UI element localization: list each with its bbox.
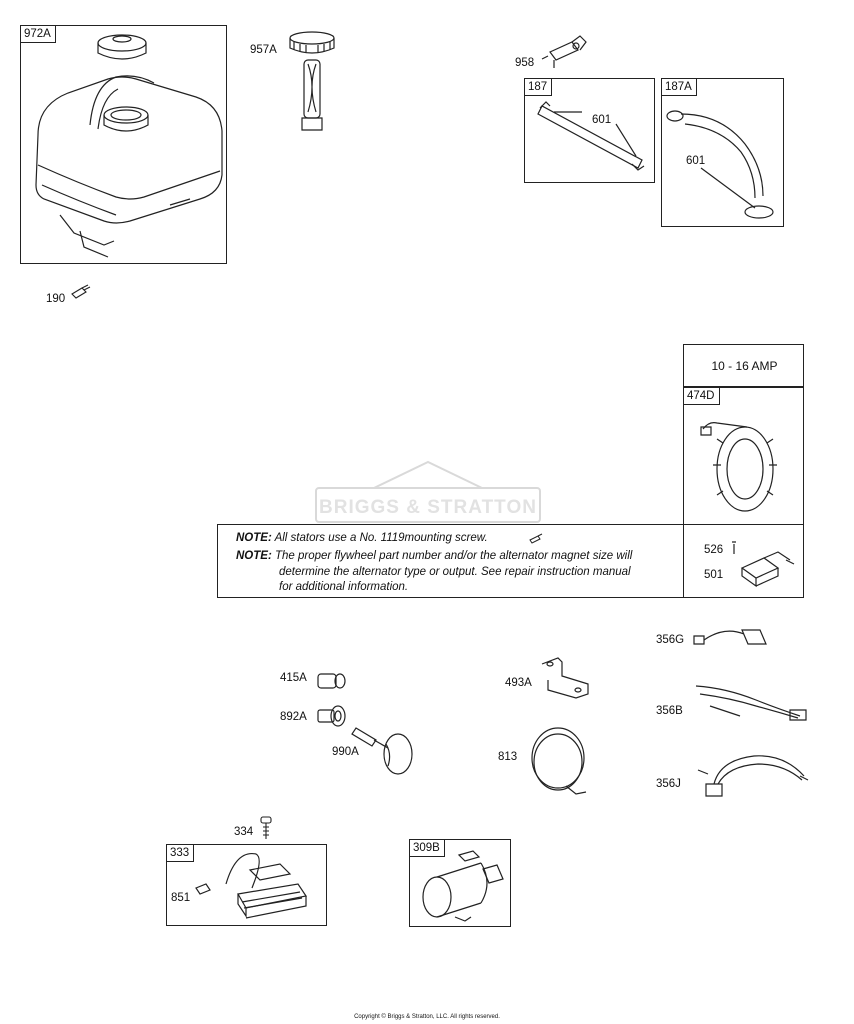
clamp-813-drawing: [526, 722, 596, 802]
copyright-footer: Copyright © Briggs & Stratton, LLC. All …: [354, 1014, 500, 1020]
note-1-label: NOTE:: [236, 532, 272, 544]
note-2: NOTE: The proper flywheel part number an…: [236, 550, 632, 562]
fuel-valve-drawing: [540, 30, 590, 72]
part-label-990a: 990A: [332, 746, 359, 758]
part-box-187: 187: [524, 78, 655, 183]
part-label-892a: 892A: [280, 711, 307, 723]
amp-rating-label: 10 - 16 AMP: [711, 359, 778, 373]
note-1: NOTE: All stators use a No. 1119mounting…: [236, 532, 488, 544]
note-2-label: NOTE:: [236, 550, 272, 562]
part-label-526: 526: [704, 544, 724, 556]
brand-watermark-text: BRIGGS & STRATTON: [319, 497, 537, 518]
part-label-356b: 356B: [656, 705, 683, 717]
part-label-415a: 415A: [280, 672, 307, 684]
part-box-187a: 187A: [661, 78, 784, 227]
part-box-309b: 309B: [409, 839, 511, 927]
harness-356b-drawing: [690, 676, 814, 726]
part-label-474d: 474D: [684, 388, 720, 405]
note-2-line-3: for additional information.: [279, 581, 409, 593]
part-label-187a: 187A: [662, 79, 697, 96]
part-label-851: 851: [171, 892, 191, 904]
mounting-screw-icon: [528, 532, 544, 544]
choke-base-892a-drawing: [314, 702, 350, 730]
part-label-356g: 356G: [656, 634, 685, 646]
switch-415a-drawing: [314, 668, 348, 694]
part-label-333: 333: [167, 845, 195, 862]
fuel-line-straight-drawing: [524, 78, 655, 183]
note-2-line-1: The proper flywheel part number and/or t…: [274, 550, 633, 562]
screw-190-icon: [68, 282, 92, 300]
harness-356j-drawing: [690, 748, 822, 806]
part-label-309b: 309B: [410, 840, 445, 857]
fuel-line-curved-drawing: [661, 78, 784, 227]
amp-rating-box: 10 - 16 AMP: [683, 344, 804, 387]
part-label-190: 190: [46, 293, 66, 305]
note-2-line-2: determine the alternator type or output.…: [279, 566, 631, 578]
fuel-cap-strainer-drawing: [282, 28, 342, 136]
note-1-text: All stators use a No. 1119mounting screw…: [274, 532, 488, 544]
part-label-187-601: 601: [592, 114, 612, 126]
part-box-972a: 972A: [20, 25, 227, 264]
part-label-334: 334: [234, 826, 254, 838]
armature-drawing: [166, 844, 327, 926]
part-label-493a: 493A: [505, 677, 532, 689]
part-label-813: 813: [498, 751, 518, 763]
part-label-957a: 957A: [250, 44, 277, 56]
part-label-972a: 972A: [21, 26, 56, 43]
part-label-958: 958: [515, 57, 535, 69]
bracket-493a-drawing: [536, 654, 596, 700]
part-label-187: 187: [525, 79, 553, 96]
stator-ring-drawing: [683, 387, 804, 525]
screw-334-icon: [258, 815, 274, 841]
part-label-356j: 356J: [656, 778, 681, 790]
choke-knob-990a-drawing: [352, 722, 418, 778]
regulator-drawing: [730, 536, 800, 588]
brand-watermark-logo: BRIGGS & STRATTON: [315, 460, 541, 523]
note-box: [217, 524, 804, 598]
harness-356g-drawing: [690, 620, 780, 654]
part-label-187a-601: 601: [686, 155, 706, 167]
part-label-501: 501: [704, 569, 724, 581]
part-box-333: 333: [166, 844, 327, 926]
starter-motor-drawing: [409, 839, 511, 927]
fuel-tank-drawing: [20, 25, 227, 264]
